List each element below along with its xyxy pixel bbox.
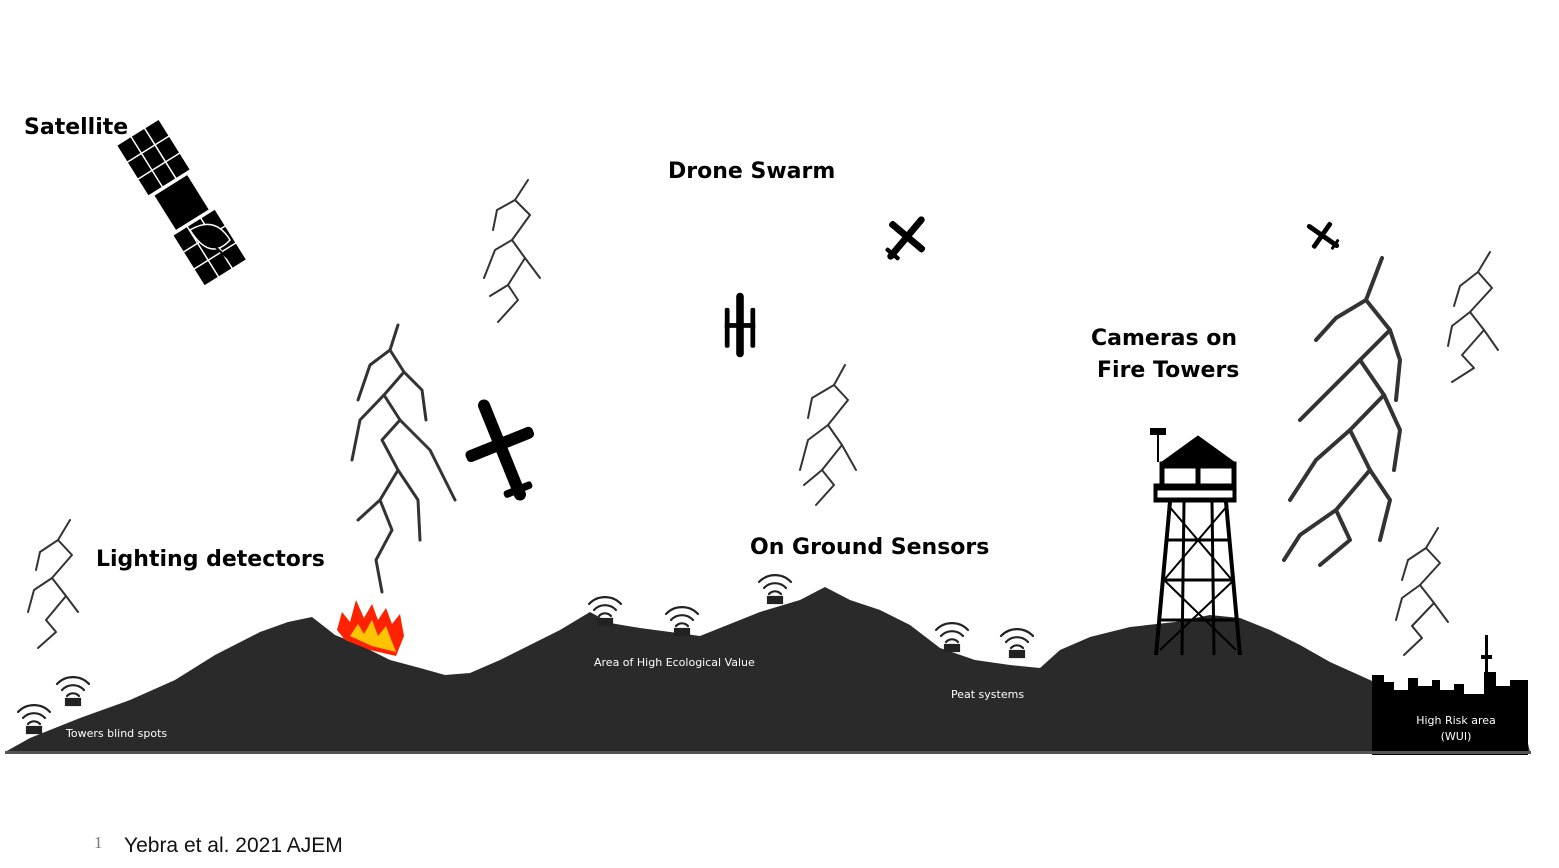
- ground-sensor-icon: [587, 596, 623, 627]
- drone-swarm-label: Drone Swarm: [668, 159, 836, 184]
- lightning-bolt-icon: [1282, 256, 1402, 567]
- mountain-terrain: [5, 587, 1530, 752]
- ground-line: [5, 751, 1531, 754]
- ground-sensor-icon: [934, 622, 970, 653]
- peat-systems-label: Peat systems: [951, 688, 1025, 701]
- drone-plane-icon: [885, 216, 926, 261]
- lightning-bolt-icon: [799, 364, 857, 506]
- drone-plane-icon: [465, 399, 535, 501]
- drone-plane-icon: [724, 292, 756, 358]
- lightning-bolt-icon: [1395, 527, 1449, 656]
- footnote-citation: Yebra et al. 2021 AJEM: [124, 834, 343, 857]
- ground-sensor-icon: [55, 676, 91, 707]
- drone-plane-icon: [1306, 221, 1340, 250]
- fire-icon: [337, 600, 404, 656]
- ground-sensor-icon: [664, 606, 700, 637]
- lightning-bolt-icon: [1447, 251, 1499, 383]
- lighting-detectors-label: Lighting detectors: [96, 547, 325, 572]
- fire-tower-icon: [1150, 428, 1242, 656]
- cameras-label-line2: Fire Towers: [1097, 358, 1240, 383]
- high-risk-label-line2: (WUI): [1440, 730, 1472, 743]
- cameras-label-line1: Cameras on: [1091, 326, 1238, 351]
- high-risk-label-line1: High Risk area: [1416, 714, 1496, 727]
- lightning-bolt-icon: [483, 179, 541, 323]
- ground-sensor-icon: [757, 574, 793, 605]
- ground-sensors-label: On Ground Sensors: [750, 535, 990, 560]
- ground-sensor-icon: [999, 628, 1035, 659]
- lightning-bolt-icon: [350, 323, 457, 594]
- city-skyline-icon: [1372, 635, 1528, 755]
- ground-sensor-icon: [16, 704, 52, 735]
- satellite-label: Satellite: [24, 115, 129, 140]
- lightning-bolt-icon: [27, 519, 79, 649]
- ecological-area-label: Area of High Ecological Value: [594, 656, 755, 669]
- satellite-icon: [115, 117, 248, 288]
- towers-blind-spots-label: Towers blind spots: [66, 727, 168, 740]
- footnote-number: 1: [94, 833, 103, 852]
